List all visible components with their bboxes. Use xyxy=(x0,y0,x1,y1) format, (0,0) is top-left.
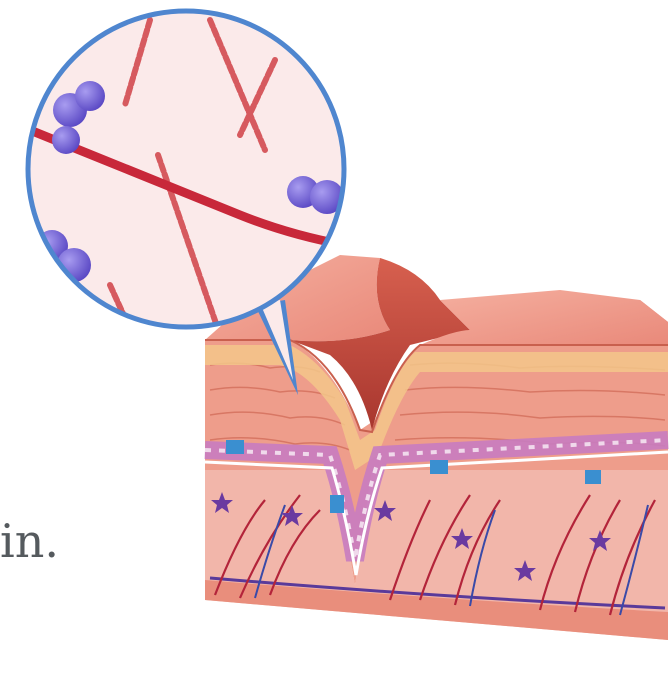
immune-cell xyxy=(75,81,105,111)
melanocyte xyxy=(226,440,244,454)
immune-cell xyxy=(52,126,80,154)
caption-fragment: in. xyxy=(0,518,59,564)
melanocyte xyxy=(585,470,601,484)
melanocyte xyxy=(430,460,448,474)
melanocyte xyxy=(330,495,344,513)
